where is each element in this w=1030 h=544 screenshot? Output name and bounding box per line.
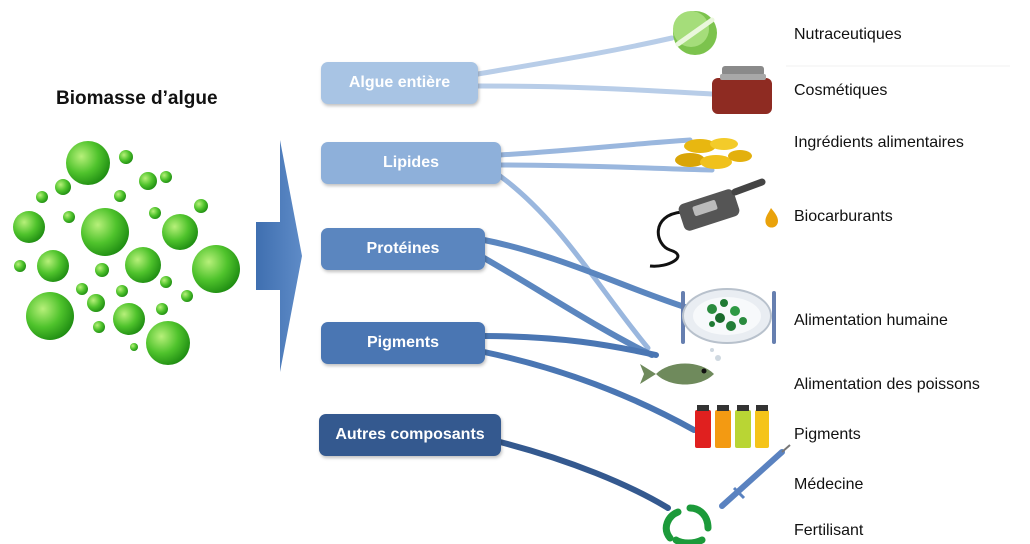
source-label: Lipides: [382, 154, 439, 171]
source-box-lipids: Lipides: [321, 142, 501, 184]
page-title: Biomasse d’algue: [56, 88, 218, 109]
pill-icon: [673, 11, 717, 55]
source-label: Algue entière: [348, 74, 451, 91]
recycle-icon: [662, 504, 712, 544]
source-label: Autres composants: [335, 426, 485, 443]
output-label-alimentation-humaine: Alimentation humaine: [794, 312, 948, 329]
process-arrow: [256, 140, 302, 372]
algae-cells-cluster: [13, 141, 240, 365]
output-label-nutraceutiques: Nutraceutiques: [794, 26, 902, 43]
output-label-pigments: Pigments: [794, 426, 861, 443]
oil-capsules-icon: [675, 138, 752, 169]
output-label-ingredients-alimentaires: Ingrédients alimentaires: [794, 134, 964, 151]
fish-icon: [640, 348, 721, 385]
output-label-medecine: Médecine: [794, 476, 864, 493]
pigment-vials-icon: [695, 405, 769, 448]
source-box-whole-algae: Algue entière: [321, 62, 478, 104]
fuel-nozzle-icon: [649, 178, 778, 268]
output-label-cosmetiques: Cosmétiques: [794, 82, 888, 99]
cosmetic-jar-icon: [712, 66, 772, 114]
source-box-other-components: Autres composants: [319, 414, 501, 456]
output-label-biocarburants: Biocarburants: [794, 208, 893, 225]
output-label-fertilisant: Fertilisant: [794, 522, 864, 539]
source-label: Protéines: [366, 240, 440, 257]
connection-streams: [475, 35, 715, 511]
plate-icon: [681, 288, 776, 344]
source-box-pigments: Pigments: [321, 322, 485, 364]
source-label: Pigments: [366, 334, 439, 351]
syringe-icon: [719, 444, 791, 509]
source-box-proteins: Protéines: [321, 228, 485, 270]
output-label-alimentation-poissons: Alimentation des poissons: [794, 376, 980, 393]
